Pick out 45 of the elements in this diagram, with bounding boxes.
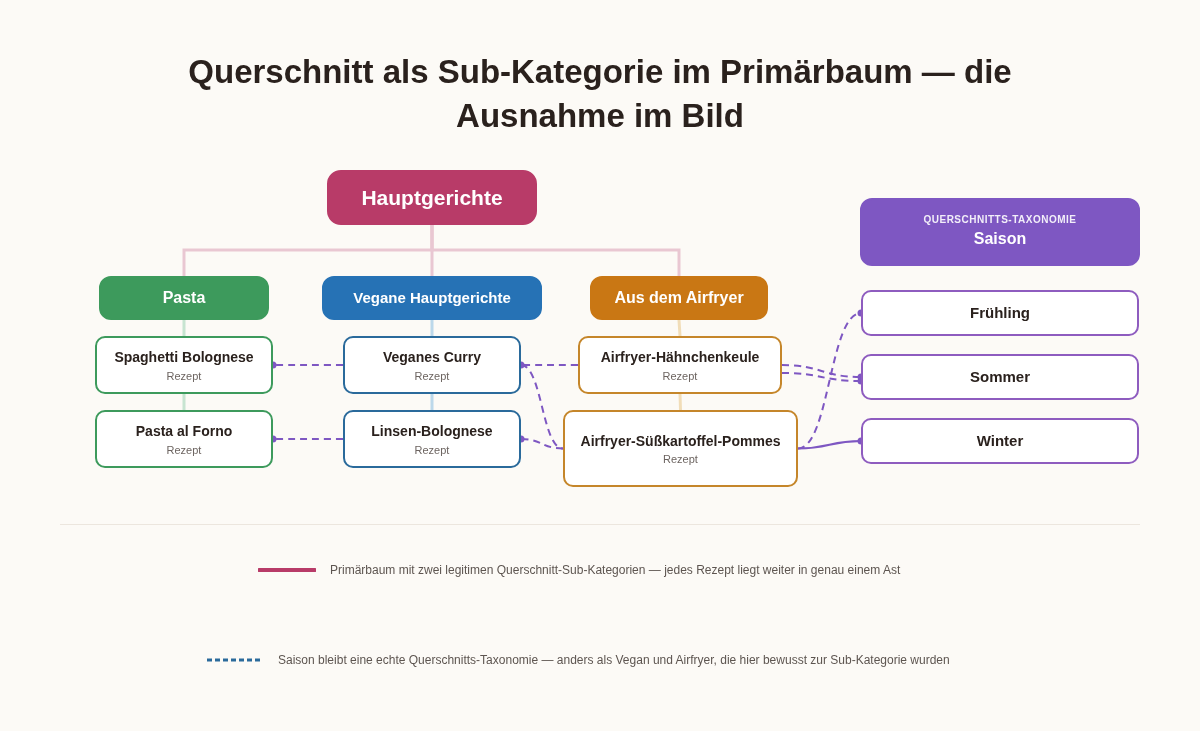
node-title: Pasta al Forno — [135, 422, 233, 441]
taxonomy-kicker: QUERSCHNITTS-TAXONOMIE — [923, 214, 1077, 226]
connector — [677, 319, 682, 337]
category-box — [860, 198, 1140, 266]
node-title: Vegane Hauptgerichte — [353, 288, 511, 308]
node-title: Aus dem Airfryer — [614, 287, 744, 308]
node-title: Winter — [976, 431, 1024, 451]
legend-text: Primärbaum mit zwei legitimen Querschnitt-Sub-Kategorien — jedes Rezept liegt weiter in genau einem Ast — [330, 563, 901, 577]
node-title: Airfryer-Hähnchenkeule — [600, 348, 760, 367]
category-box — [322, 276, 542, 320]
node-title: Airfryer-Süßkartoffel-Pommes — [580, 431, 781, 451]
connector — [430, 225, 681, 276]
node-subtitle: Rezept — [414, 369, 450, 382]
recipe-card — [563, 410, 798, 487]
node-subtitle: Rezept — [166, 369, 202, 382]
season-box — [861, 290, 1139, 336]
node-subtitle: Rezept — [663, 453, 698, 466]
diagram-title: Querschnitt als Sub-Kategorie im Primärbaum — die Ausnahme im Bild — [187, 52, 1013, 136]
season-box — [861, 354, 1139, 400]
legend-text: Saison bleibt eine echte Querschnitts-Taxonomie — anders als Vegan und Airfryer, die hier bewusst zur Sub-Kategorie wurden — [278, 653, 950, 667]
node-subtitle: Rezept — [662, 369, 698, 382]
connector — [182, 320, 186, 336]
node-title: Frühling — [970, 303, 1030, 323]
node-title: Veganes Curry — [382, 348, 482, 367]
recipe-card — [578, 336, 782, 394]
node-title: Hauptgerichte — [361, 184, 503, 211]
recipe-card — [95, 336, 273, 394]
connector — [678, 393, 682, 411]
node-subtitle: Rezept — [166, 443, 202, 456]
node-subtitle: Rezept — [414, 443, 450, 456]
category-box — [327, 170, 537, 225]
recipe-card — [343, 410, 521, 468]
recipe-card — [343, 336, 521, 394]
category-box — [99, 276, 269, 320]
node-title: Sommer — [970, 367, 1030, 387]
node-title: Linsen-Bolognese — [371, 422, 493, 441]
season-box — [861, 418, 1139, 464]
node-title: Pasta — [162, 287, 206, 308]
taxonomy-name: Saison — [973, 229, 1027, 250]
category-box — [590, 276, 768, 320]
connector — [430, 320, 434, 336]
node-title: Spaghetti Bolognese — [114, 348, 254, 367]
connector — [430, 394, 434, 410]
recipe-card — [95, 410, 273, 468]
connector — [182, 394, 186, 410]
